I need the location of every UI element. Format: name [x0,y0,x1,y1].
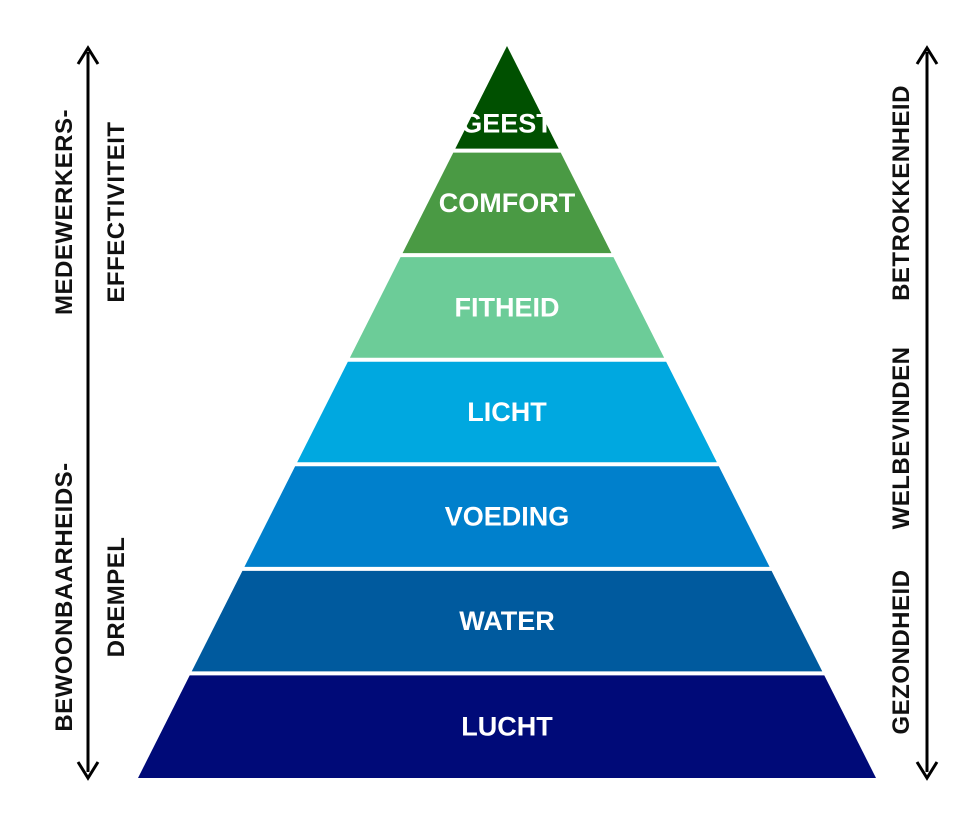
tier-label-voeding: VOEDING [445,502,570,532]
pyramid-tier-geest [455,46,559,149]
left-double-arrow [76,45,100,781]
pyramid-tier-water [191,570,823,672]
right-double-arrow [915,45,939,781]
pyramid-tier-comfort [402,152,612,254]
pyramid-tier-lucht [138,675,876,778]
pyramid-tier-fitheid [349,257,665,358]
right-middle-label: WELBEVINDEN [888,347,915,530]
left-arrow-head-up [76,45,100,65]
right-arrow-head-down [915,761,939,781]
right-bottom-label: GEZONDHEID [888,569,915,734]
left-top-label-line2: EFFECTIVITEIT [103,121,130,302]
left-bottom-label-line1: BEWOONBAARHEIDS- [51,462,78,731]
tier-label-licht: LICHT [467,397,547,427]
tier-label-lucht: LUCHT [461,712,553,742]
tier-label-fitheid: FITHEID [455,292,560,322]
left-arrow-head-down [76,761,100,781]
pyramid-tier-voeding [244,466,770,567]
pyramid-tier-licht [297,361,717,463]
right-arrow-head-up [915,45,939,65]
right-top-label: BETROKKENHEID [888,85,915,301]
tier-label-comfort: COMFORT [439,188,576,218]
left-bottom-label-line2: DREMPEL [103,537,130,658]
tier-label-geest: GEEST [461,108,553,138]
left-top-label-line1: MEDEWERKERS- [51,109,78,315]
pyramid-tiers: GEEST COMFORT FITHEID LICHT VOEDING WATER LUCH… [138,46,876,778]
tier-label-water: WATER [459,606,555,636]
